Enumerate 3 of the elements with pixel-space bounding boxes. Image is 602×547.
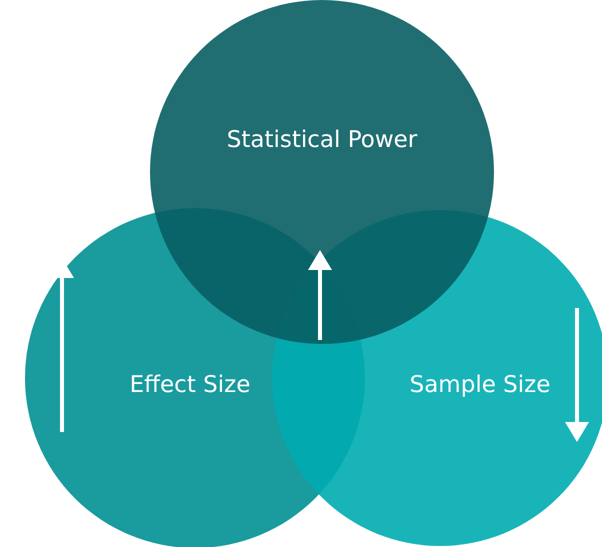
circle-label: Effect Size xyxy=(130,372,250,398)
circle-label: Sample Size xyxy=(410,372,550,398)
circle-label: Statistical Power xyxy=(226,127,418,153)
